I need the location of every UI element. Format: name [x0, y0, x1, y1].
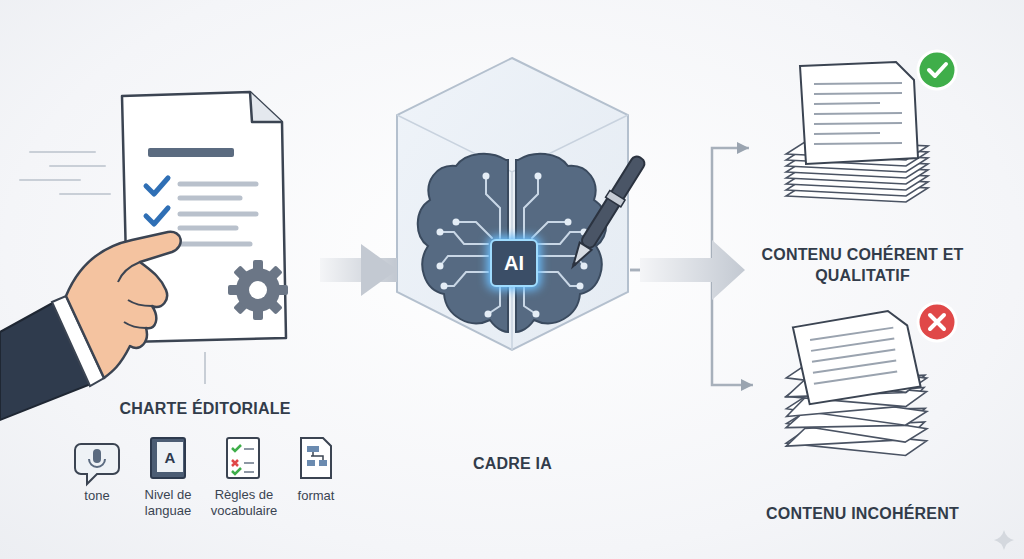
chip-text: AI [504, 250, 524, 277]
format-icon [301, 438, 331, 478]
coherent-content-node: CONTENU COHÉRENT ET QUALITATIF [751, 55, 974, 287]
connector-arrow [630, 270, 753, 385]
speech-icon [75, 444, 119, 484]
fat-arrow [640, 240, 745, 300]
node-title: CONTENU INCOHÉRENT [766, 503, 959, 525]
incoherent-stack [785, 309, 928, 457]
coherent-stack [786, 62, 928, 202]
gear-icon [228, 260, 288, 320]
icon-letter: A [159, 449, 181, 467]
glass-cube [397, 58, 628, 350]
book-icon [151, 438, 185, 478]
ai-frame-node: CADRE IA AI [395, 55, 630, 475]
incoherent-content-node: CONTENU INCOHÉRENT [755, 305, 970, 525]
sparkle-mark [994, 530, 1014, 550]
leader-line [204, 352, 206, 384]
pen [565, 153, 648, 271]
icon-caption: Nivel de languae [135, 487, 201, 518]
icon-caption: format [286, 488, 346, 504]
icon-caption: tone [67, 488, 127, 504]
check-badge [918, 51, 956, 89]
hand [0, 232, 181, 420]
brain-illustration [418, 153, 649, 332]
charter-node: CHARTE ÉDITORIALE [90, 90, 320, 420]
connector-arrow [320, 258, 397, 282]
checklist-icon [227, 438, 259, 478]
icon-caption: Règles de vocabulaire [202, 487, 286, 518]
cross-badge [918, 303, 956, 341]
connector-arrow [630, 148, 749, 270]
ai-chip: AI [490, 239, 538, 287]
motion-lines [20, 152, 110, 194]
node-title: CADRE IA [473, 453, 552, 475]
node-title: CHARTE ÉDITORIALE [119, 398, 290, 420]
node-title: CONTENU COHÉRENT ET QUALITATIF [751, 244, 974, 287]
